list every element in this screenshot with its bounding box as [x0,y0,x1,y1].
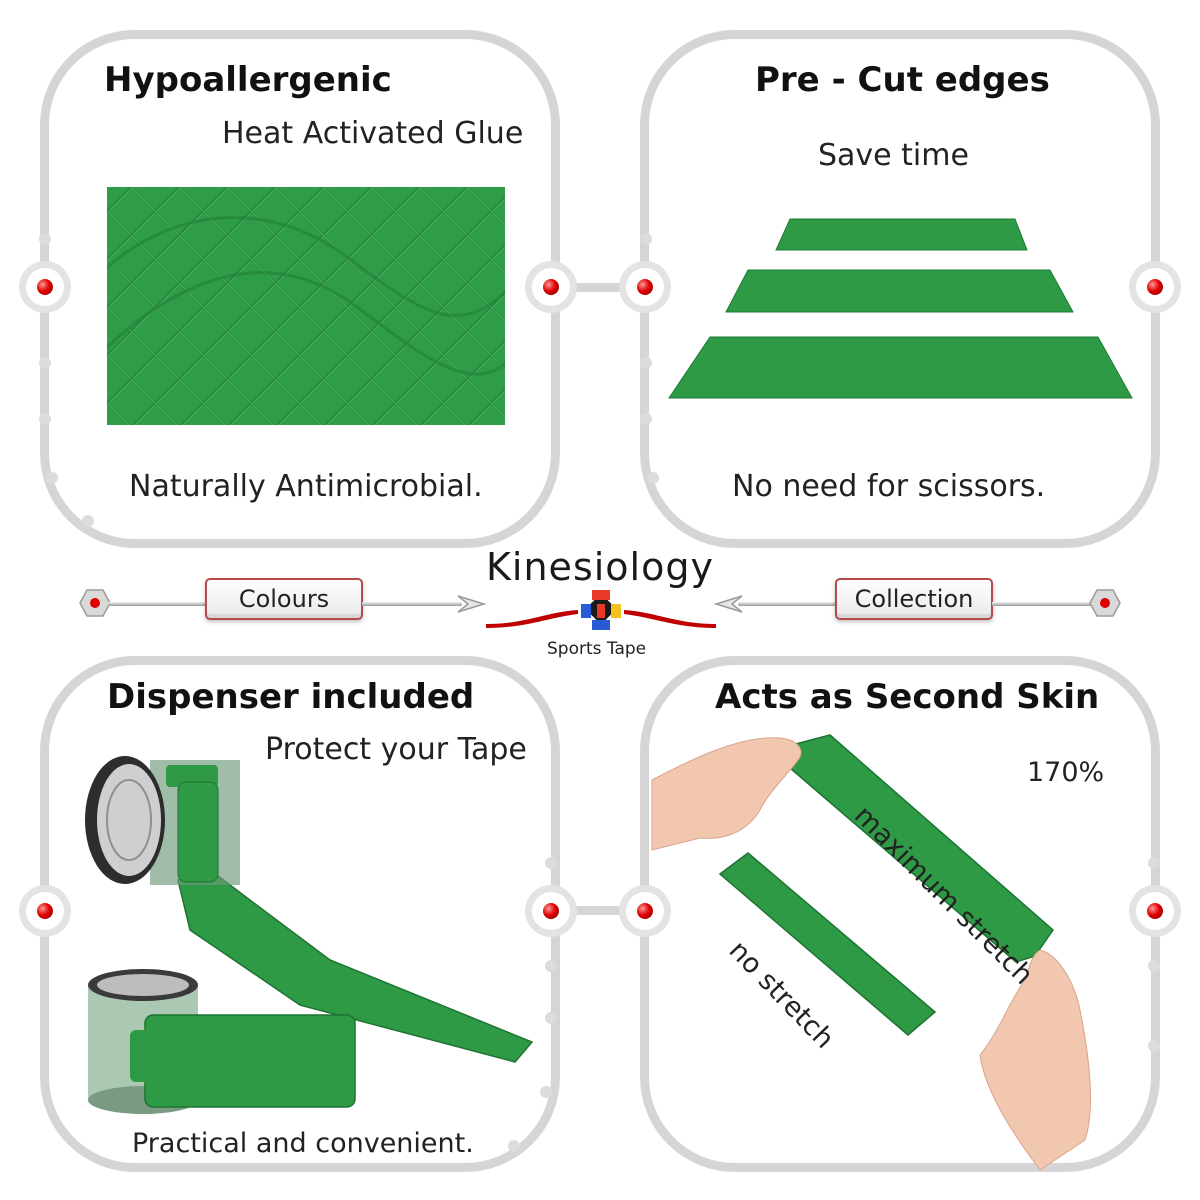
decorative-dot [39,357,51,369]
tape-texture-swatch [107,187,505,425]
right-rail [992,602,1092,606]
decorative-dot [508,1140,520,1152]
colours-button[interactable]: Colours [205,578,363,620]
decorative-dot [1148,960,1160,972]
collection-button[interactable]: Collection [835,578,993,620]
decorative-dot [545,857,557,869]
right-rail-inner [738,602,836,606]
chevron-left-icon [713,595,743,613]
red-node-icon [26,268,64,306]
stretch-percentage: 170% [1027,757,1105,788]
brand-tagline: Sports Tape [547,639,647,659]
brand-title: Kinesiology [486,545,714,589]
connector-bottom [550,906,650,915]
panel-subtitle-save-time: Save time [818,138,969,173]
right-hex-bolt-icon [1089,589,1121,617]
panel-second-skin [640,656,1160,1172]
chevron-right-icon [457,595,487,613]
red-node-icon [532,892,570,930]
red-node-icon [26,892,64,930]
red-node-icon [626,892,664,930]
connector-top [550,283,650,292]
red-node-icon [1136,268,1174,306]
decorative-dot [39,233,51,245]
decorative-dot [640,357,652,369]
panel-caption-antimicrobial: Naturally Antimicrobial. [129,469,483,504]
decorative-dot [545,960,557,972]
left-rail-inner [362,602,462,606]
tape-texture-pattern [107,187,505,425]
decorative-dot [39,413,51,425]
decorative-dot [82,515,94,527]
decorative-dot [1148,1040,1160,1052]
panel-title-precut: Pre - Cut edges [755,60,1050,100]
red-node-icon [626,268,664,306]
panel-caption-scissors: No need for scissors. [732,469,1046,504]
decorative-dot [640,233,652,245]
panel-caption-practical: Practical and convenient. [132,1128,474,1159]
decorative-dot [647,472,659,484]
decorative-dot [545,1012,557,1024]
left-hex-bolt-icon [79,589,111,617]
decorative-dot [1148,857,1160,869]
left-rail [108,602,206,606]
panel-title-hypoallergenic: Hypoallergenic [104,60,392,100]
panel-title-dispenser: Dispenser included [107,677,475,717]
decorative-dot [540,1086,552,1098]
decorative-dot [640,413,652,425]
brand-logo-icon [486,590,716,630]
red-node-icon [532,268,570,306]
decorative-dot [46,472,58,484]
red-node-icon [1136,892,1174,930]
panel-subtitle-glue: Heat Activated Glue [222,116,524,151]
panel-title-second-skin: Acts as Second Skin [715,677,1100,717]
panel-subtitle-protect: Protect your Tape [265,732,527,767]
